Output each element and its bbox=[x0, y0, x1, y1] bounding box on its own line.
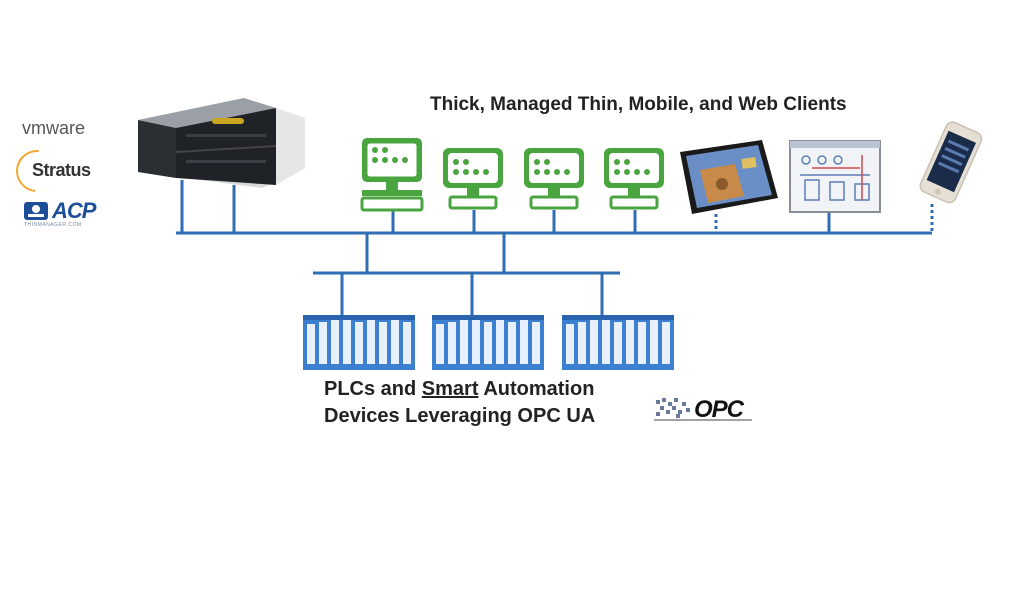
opc-logo-text: OPC bbox=[694, 396, 744, 423]
stratus-logo: Stratus bbox=[32, 160, 91, 180]
acp-logo-text: ACP bbox=[52, 198, 96, 223]
web-client-icon bbox=[789, 140, 881, 213]
plc-rack-icon bbox=[432, 315, 544, 370]
plc-caption-underlined: Smart bbox=[421, 378, 479, 400]
server-icon bbox=[138, 98, 305, 188]
clients-title: Thick, Managed Thin, Mobile, and Web Cli… bbox=[430, 94, 847, 115]
thin-client-icon bbox=[443, 148, 503, 210]
network-lines bbox=[176, 180, 934, 316]
acp-logo: ACP THINMANAGER.COM bbox=[22, 198, 96, 228]
mobile-phone-icon bbox=[919, 121, 983, 204]
plc-caption: PLCs and Smart Automation Devices Levera… bbox=[324, 376, 595, 430]
plc-caption-line2: Devices Leveraging OPC UA bbox=[324, 405, 596, 427]
thin-client-icon bbox=[524, 148, 584, 210]
plc-caption-part: Automation bbox=[478, 378, 595, 400]
plc-rack-icon bbox=[303, 315, 415, 370]
thick-client-icon bbox=[360, 138, 424, 212]
opc-logo-mark bbox=[654, 398, 752, 421]
acp-logo-tagline: THINMANAGER.COM bbox=[24, 222, 82, 228]
thin-client-icon bbox=[604, 148, 664, 210]
plc-caption-line1: PLCs and Smart Automation bbox=[324, 376, 595, 403]
plc-rack-icon bbox=[562, 315, 674, 370]
tablet-icon bbox=[680, 140, 778, 214]
plc-caption-part: PLCs and bbox=[324, 378, 422, 400]
acp-logo-icon bbox=[24, 202, 48, 220]
vmware-logo: vmware bbox=[22, 118, 86, 138]
